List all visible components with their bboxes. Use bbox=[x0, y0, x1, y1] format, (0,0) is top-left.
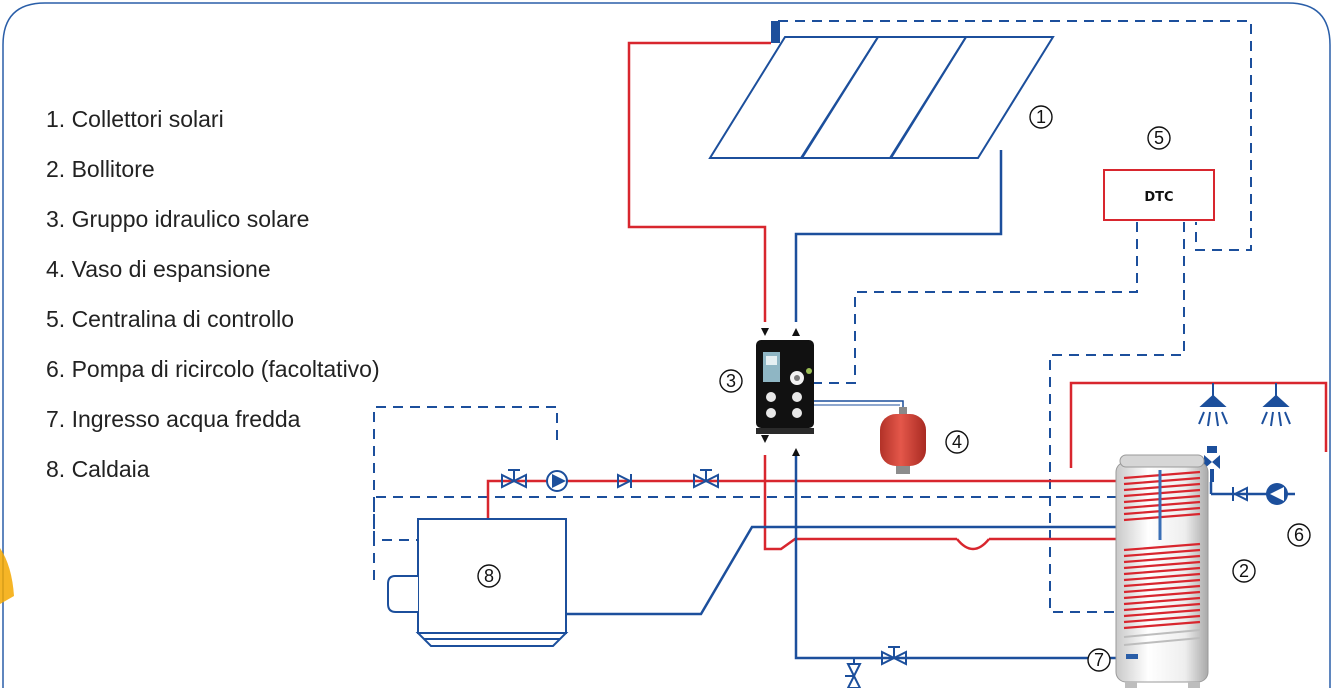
badge-boiler: 8 bbox=[477, 564, 501, 588]
expansion-vessel bbox=[880, 407, 926, 474]
legend-item: 5. Centralina di controllo bbox=[46, 306, 295, 332]
legend-item: 4. Vaso di espansione bbox=[46, 256, 271, 282]
valve-icon bbox=[881, 646, 907, 666]
badge-cold-water-inlet: 7 bbox=[1087, 648, 1111, 672]
shower-icon bbox=[1261, 383, 1291, 427]
legend-item: 1. Collettori solari bbox=[46, 106, 224, 132]
badge-controller: 5 bbox=[1147, 126, 1171, 150]
signal-wiring bbox=[373, 20, 1252, 613]
badge-tank: 2 bbox=[1232, 559, 1256, 583]
valve-icon bbox=[501, 469, 527, 489]
svg-text:7: 7 bbox=[1094, 650, 1104, 670]
legend-item: 3. Gruppo idraulico solare bbox=[46, 206, 310, 232]
recirculation-pump-icon bbox=[1266, 483, 1288, 505]
drain-valve-icon bbox=[845, 658, 862, 688]
svg-text:2: 2 bbox=[1239, 561, 1249, 581]
controller-box: DTC bbox=[1103, 169, 1215, 221]
valve-icon bbox=[693, 469, 719, 489]
controller-label: DTC bbox=[1144, 190, 1173, 205]
check-valve-icon bbox=[617, 473, 633, 489]
boiler bbox=[387, 518, 569, 647]
badge-recirculation-pump: 6 bbox=[1287, 523, 1311, 547]
legend-item: 8. Caldaia bbox=[46, 456, 150, 482]
collector-sensor bbox=[771, 21, 780, 43]
tank-upper-coil bbox=[1123, 470, 1201, 522]
component-legend: 1. Collettori solari 2. Bollitore 3. Gru… bbox=[46, 104, 380, 504]
svg-text:6: 6 bbox=[1294, 525, 1304, 545]
badge-hydraulic-group: 3 bbox=[719, 369, 743, 393]
vessel-connection bbox=[814, 400, 904, 412]
tank-lower-coil bbox=[1123, 542, 1201, 630]
svg-text:8: 8 bbox=[484, 566, 494, 586]
hot-piping bbox=[486, 41, 1328, 551]
svg-text:5: 5 bbox=[1154, 128, 1164, 148]
decorative-accent bbox=[0, 548, 14, 604]
shower-icon bbox=[1198, 383, 1228, 427]
solar-collectors bbox=[708, 36, 1055, 159]
legend-item: 2. Bollitore bbox=[46, 156, 155, 182]
legend-item: 6. Pompa di ricircolo (facoltativo) bbox=[46, 356, 380, 382]
svg-text:1: 1 bbox=[1036, 107, 1046, 127]
flow-arrows bbox=[761, 328, 800, 456]
cold-piping bbox=[566, 150, 1295, 660]
svg-text:4: 4 bbox=[952, 432, 962, 452]
badge-expansion-vessel: 4 bbox=[945, 430, 969, 454]
legend-item: 7. Ingresso acqua fredda bbox=[46, 406, 301, 432]
badge-collectors: 1 bbox=[1029, 105, 1053, 129]
svg-text:3: 3 bbox=[726, 371, 736, 391]
storage-tank bbox=[1115, 454, 1209, 688]
boiler-pump-icon bbox=[546, 470, 568, 492]
check-valve-icon bbox=[1232, 486, 1248, 502]
hydraulic-group bbox=[756, 340, 814, 434]
